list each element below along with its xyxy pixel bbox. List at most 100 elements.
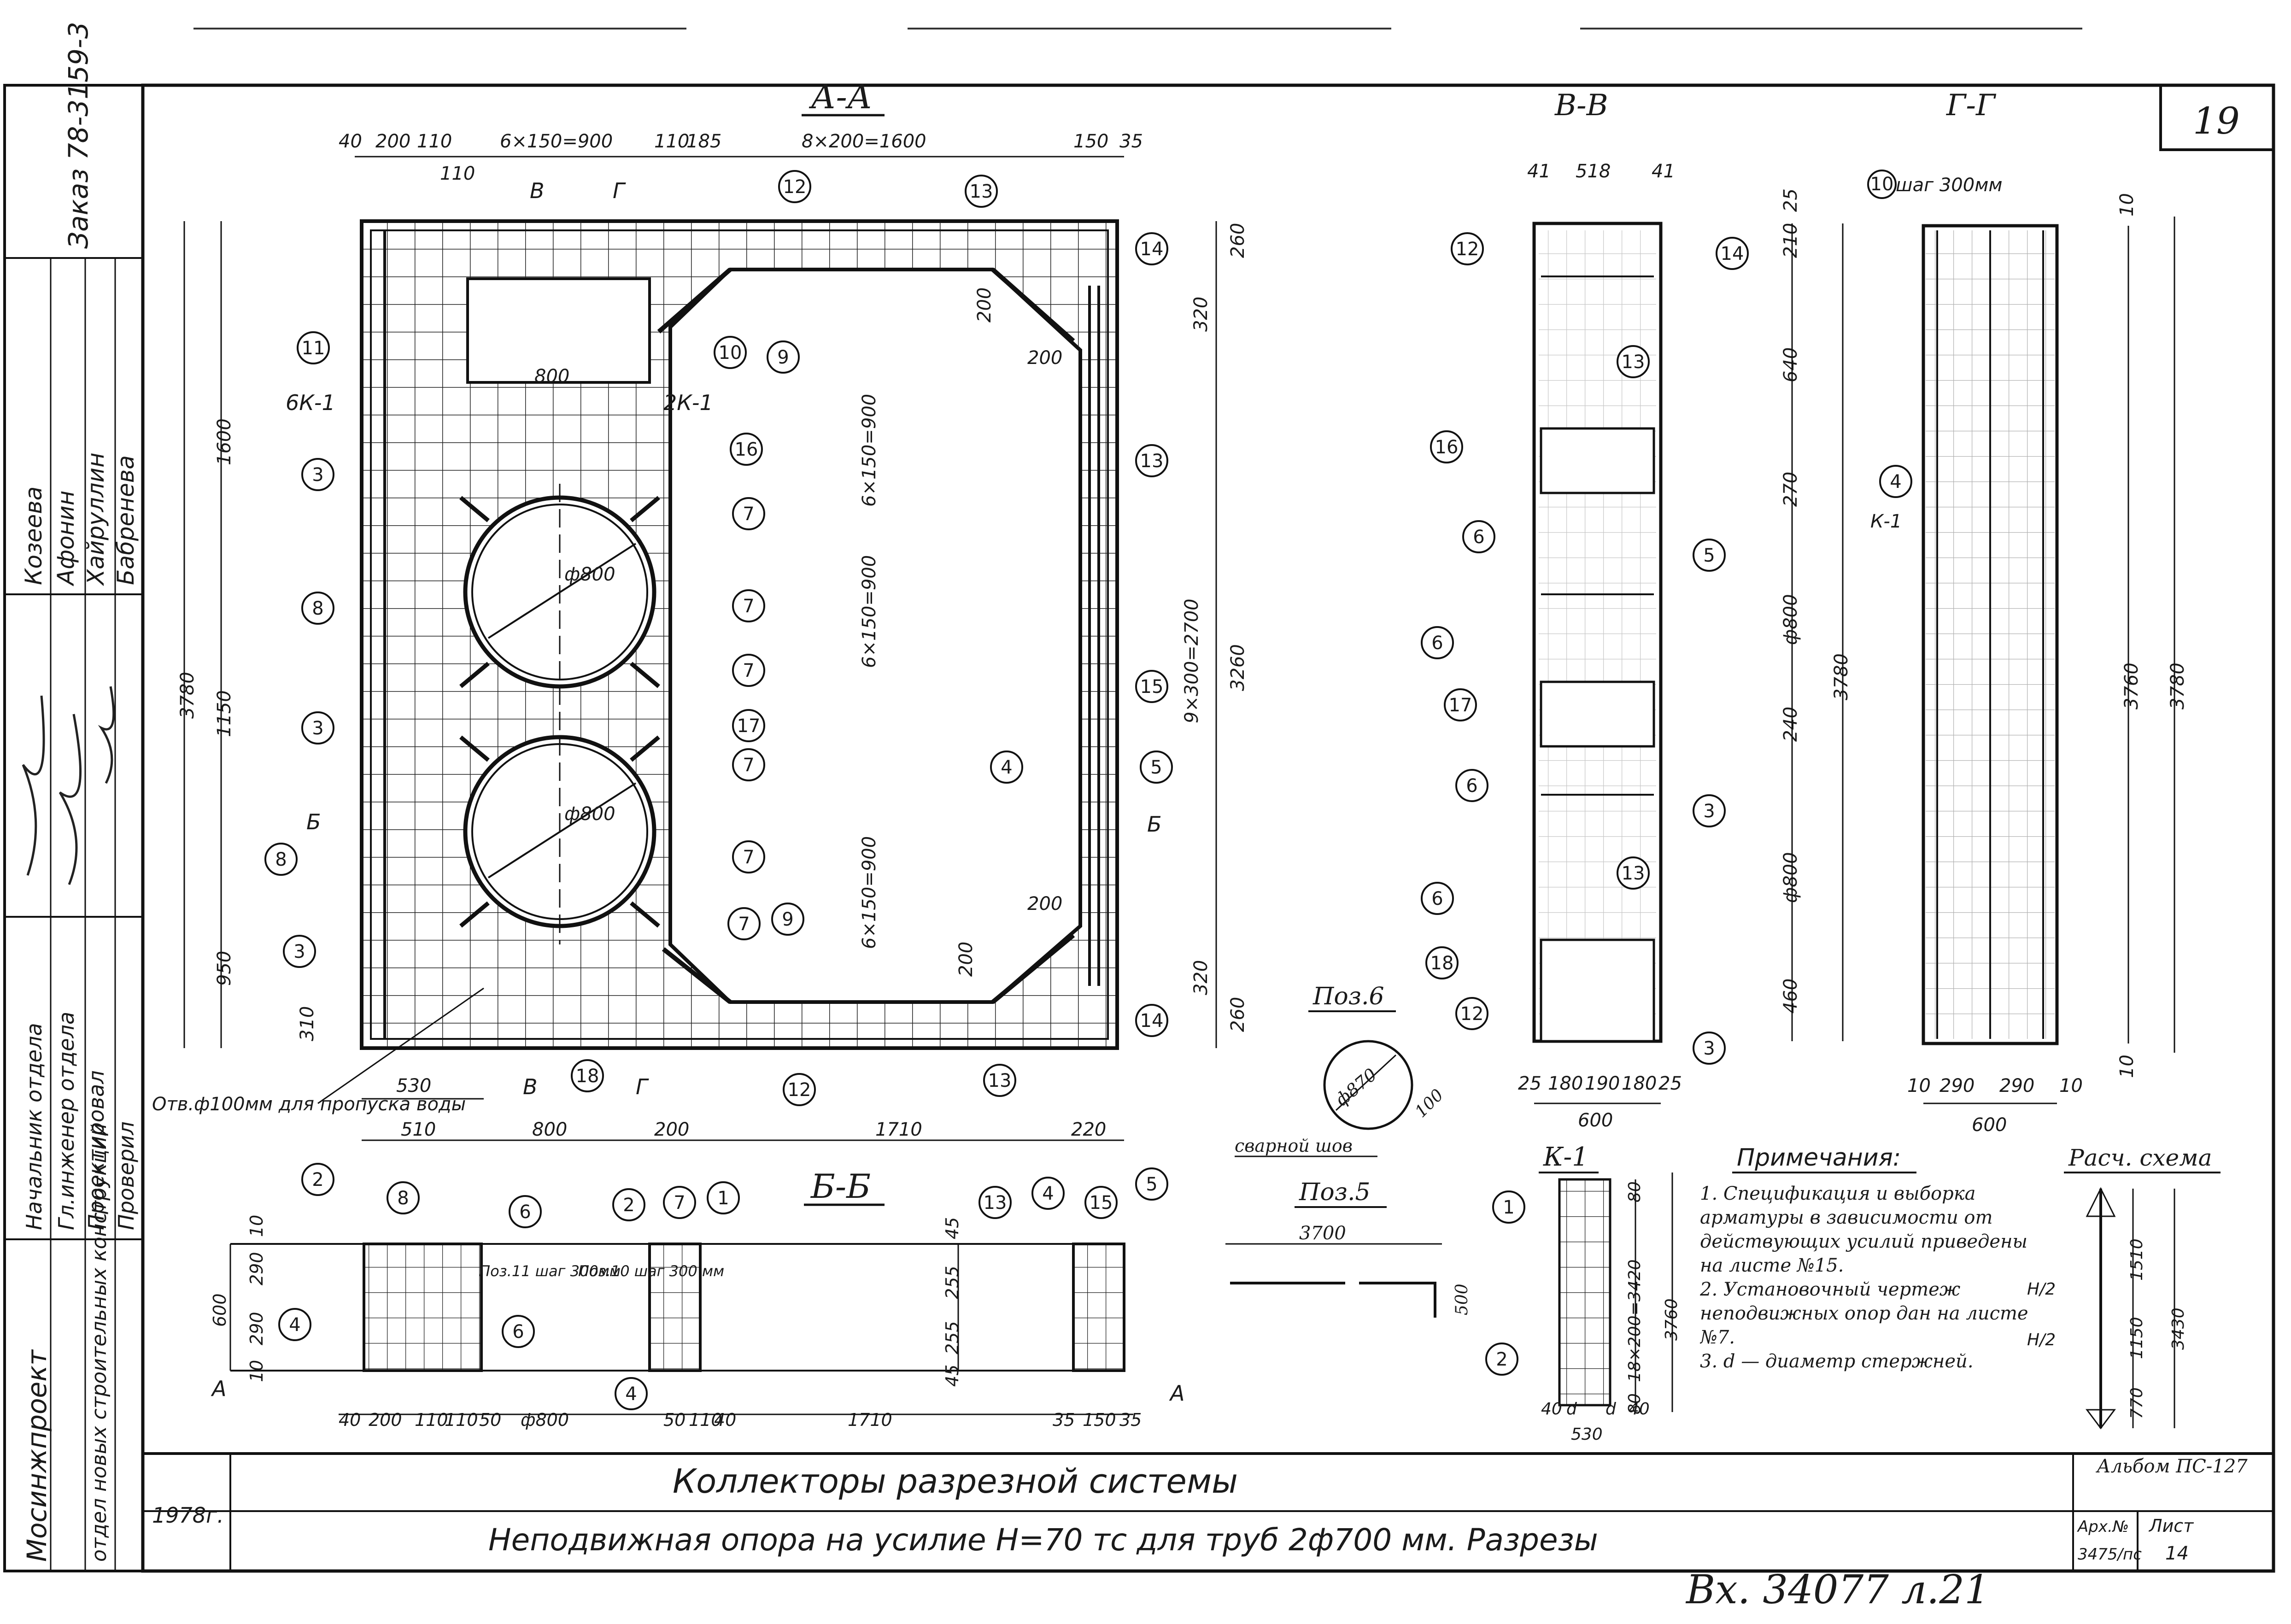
aa-dim-right-6: 320 <box>1190 960 1212 995</box>
poz6-dim2: 100 <box>1412 1085 1447 1121</box>
b-b-dim-l-1: 10 <box>246 1215 267 1237</box>
aa-callout-18: 18 <box>571 1059 604 1092</box>
name-3: Хайруллин <box>82 452 109 586</box>
svg-text:3: 3 <box>312 718 323 739</box>
aa-dim-top-0: 40 <box>339 131 362 152</box>
b-b-dim-r-0: 45 <box>942 1217 962 1239</box>
b-b-note-10: Поз.10 шаг 300 мм <box>578 1262 724 1280</box>
arch-no: 3475/пс <box>2078 1545 2142 1564</box>
b-b-callout-7: 7 <box>663 1186 696 1219</box>
gg-dim-b-1: 290 <box>1939 1075 1975 1096</box>
sheet-no: 14 <box>2165 1543 2189 1564</box>
svg-text:3: 3 <box>312 464 323 486</box>
svg-text:2: 2 <box>312 1169 323 1190</box>
k1-title: К-1 <box>1543 1142 1588 1172</box>
view-gg-title: Г-Г <box>1946 88 1997 123</box>
aa-dim-top-1: 200 <box>375 131 410 152</box>
scheme-dim-2: 770 <box>2127 1387 2146 1419</box>
aa-mark-b-right: Б <box>1147 812 1162 837</box>
svg-text:3: 3 <box>1703 801 1715 822</box>
aa-dim-left-1: 1600 <box>214 418 235 465</box>
vv-callouts: 12 14 13 16 6 5 6 17 6 3 6 13 18 12 3 <box>1421 232 1749 1065</box>
svg-text:15: 15 <box>1140 676 1164 698</box>
svg-text:6: 6 <box>1431 633 1443 654</box>
vv-dim-b-3: 180 <box>1622 1073 1657 1094</box>
arch-label: Арх.№ <box>2077 1518 2129 1536</box>
b-b-dim-1: 200 <box>369 1410 402 1430</box>
b-b-dim-r-3: 45 <box>942 1365 962 1387</box>
vv-dim-r-0: 25 <box>1780 188 1801 212</box>
scheme: Расч. схема 1510 1150 770 3430 H/2 H/2 <box>2027 1144 2221 1430</box>
svg-text:6: 6 <box>1473 527 1484 548</box>
svg-text:6: 6 <box>519 1202 531 1223</box>
vv-dim-r-15: 460 <box>1780 979 1801 1014</box>
svg-text:13: 13 <box>1622 352 1645 373</box>
aa-callout-5: 5 <box>1140 750 1173 784</box>
svg-text:6: 6 <box>512 1321 524 1343</box>
svg-text:2: 2 <box>623 1195 634 1216</box>
title-line1: Коллекторы разрезной системы <box>673 1462 1238 1501</box>
b-b-dim-l-0: 600 <box>210 1293 230 1327</box>
b-b-dim-r-2: 255 <box>942 1321 962 1354</box>
poz6-weld: сварной шов <box>1235 1136 1353 1156</box>
b-b-dim-l-4: 10 <box>246 1360 267 1382</box>
k1-callouts: 1 2 <box>1485 1190 1525 1376</box>
svg-text:9: 9 <box>782 909 793 930</box>
vv-callout-16: 16 <box>1430 430 1463 463</box>
svg-text:18: 18 <box>576 1066 599 1087</box>
gg-dim-r-1: 3760 <box>2121 662 2142 709</box>
svg-text:5: 5 <box>1146 1174 1157 1195</box>
svg-text:4: 4 <box>289 1314 300 1336</box>
view-vv: В-В 41 518 41 25 180 190 180 25 600 25 2… <box>1421 88 1852 1131</box>
vv-callout-6b: 6 <box>1421 626 1454 659</box>
poz5: Поз.5 3700 500 <box>1225 1178 1471 1318</box>
svg-text:12: 12 <box>1456 239 1479 260</box>
vv-callout-12a: 12 <box>1451 232 1484 265</box>
svg-text:13: 13 <box>988 1070 1012 1091</box>
aa-callout-7c: 7 <box>732 654 765 687</box>
svg-text:7: 7 <box>743 660 754 681</box>
gg-dim-total: 600 <box>1972 1114 2007 1136</box>
org-text: Мосинжпроект <box>21 1349 53 1562</box>
b-b-dim-7: 110 <box>689 1410 722 1430</box>
vv-dim-b-4: 25 <box>1658 1073 1682 1094</box>
gg-dim-b-0: 10 <box>1907 1075 1931 1096</box>
title-block: Коллекторы разрезной системы Неподвижная… <box>152 1456 2248 1564</box>
view-aa: А-А 40 200 110 6×150=900 110 185 8×200 <box>152 77 1248 1141</box>
stamp-handwritten: Вх. 34077 л.21 <box>1685 1567 1990 1613</box>
scheme-label-h2: H/2 <box>2027 1331 2056 1349</box>
k1-dim-b-2: d <box>1605 1400 1617 1419</box>
name-2: Афонин <box>53 491 79 586</box>
vv-dim-top-2: 41 <box>1652 161 1675 182</box>
b-b-dim-0: 40 <box>339 1410 361 1430</box>
gg-callouts: 10 4 <box>1867 170 1912 498</box>
vv-dim-b-2: 190 <box>1585 1073 1620 1094</box>
b-b-dim-l-2: 290 <box>246 1252 267 1285</box>
aa-dim-b-3: 1710 <box>875 1119 922 1140</box>
aa-dim-right-4: 9×300=2700 <box>1181 598 1202 723</box>
aa-dim-right-5: 3260 <box>1227 644 1248 691</box>
b-b-dim-10: 35 <box>1053 1410 1075 1430</box>
vv-callout-3a: 3 <box>1693 794 1726 827</box>
k1-detail: К-1 80 18×200=3420 3760 80 40 d d 40 530… <box>1485 1142 1681 1444</box>
b-b-text: Поз.11 шаг 300мм Поз.10 шаг 300 мм 40 20… <box>210 1215 1184 1430</box>
svg-text:13: 13 <box>984 1192 1007 1214</box>
aa-callout-13c: 13 <box>983 1064 1016 1097</box>
k1-callout-2: 2 <box>1485 1343 1518 1376</box>
b-b-callout-6b: 6 <box>502 1315 535 1348</box>
svg-text:6: 6 <box>1466 775 1477 797</box>
b-b-callout-6a: 6 <box>509 1195 542 1228</box>
svg-text:13: 13 <box>970 181 993 202</box>
aa-callouts: 11 3 8 3 8 3 12 13 14 10 9 16 7 7 7 17 7… <box>264 170 1173 1106</box>
gg-callout-4: 4 <box>1879 465 1912 498</box>
title-line2: Неподвижная опора на усилие H=70 тс для … <box>488 1522 1598 1558</box>
aa-callout-9b: 9 <box>771 903 804 936</box>
name-4: Бабренева <box>112 455 139 585</box>
aa-dim-phi-1: ф800 <box>564 564 615 585</box>
aa-callout-4: 4 <box>990 750 1023 784</box>
aa-dim-800: 800 <box>534 366 569 387</box>
name-1: Козеева <box>20 487 47 585</box>
side-block-text: Заказ 78-3159-3 Мосинжпроект отдел новых… <box>20 22 139 1562</box>
note-2: 2. Установочный чертеж неподвижных опор … <box>1700 1279 2028 1348</box>
svg-text:10: 10 <box>1870 174 1894 195</box>
